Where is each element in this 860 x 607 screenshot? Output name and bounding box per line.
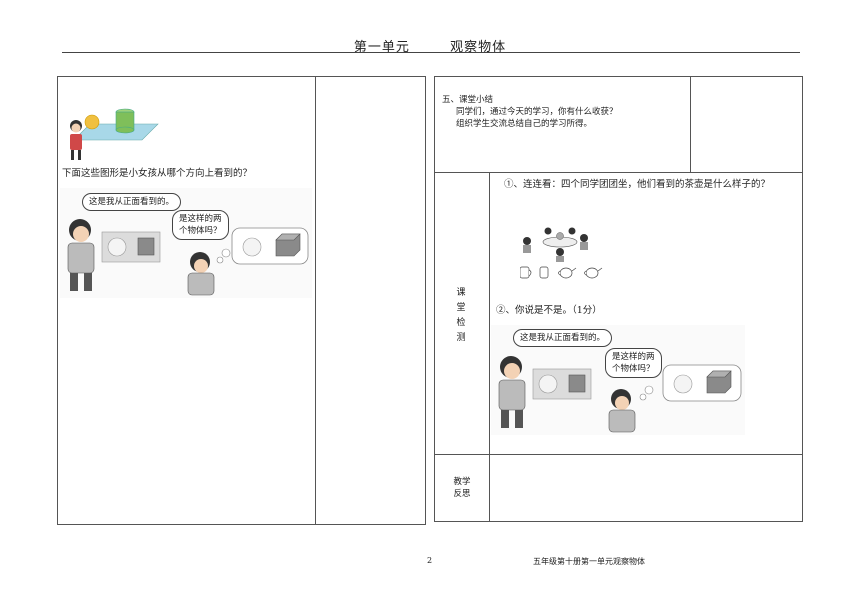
page-number: 2 [427,556,433,565]
right-row-divider-1 [434,172,803,173]
unit-label: 第一单元 [353,40,410,55]
label-col-divider [489,172,490,522]
chapter-title: 观察物体 [450,40,507,55]
summary-heading: 五、课堂小结 [442,95,494,105]
girl-body [70,134,82,150]
right-girl-speech: 是这样的两 个物体吗？ [605,348,662,378]
reflection-label: 教学 反思 [453,477,471,499]
left-girl-speech-line1: 是这样的两 [179,214,222,224]
check-question-1: ①、连连看：四个同学团团坐，他们看到的茶壶是什么样子的？ [504,179,771,190]
summary-line1: 同学们，通过今天的学习，你有什么收获？ [456,107,618,117]
right-girl-speech-line2: 个物体吗？ [612,364,655,374]
header-rule [62,52,800,53]
ball [84,114,100,130]
summary-line2: 组织学生交流总结自己的学习所得。 [456,119,593,129]
girl-observing-objects-illustration [70,108,159,160]
right-girl-speech-line1: 是这样的两 [612,352,655,362]
page-header: 第一单元 观察物体 [0,36,860,55]
left-girl-speech-line2: 个物体吗？ [179,226,222,236]
footer-text: 五年级第十册第一单元观察物体 [533,557,645,566]
teapot-matching-illustration [520,227,603,279]
right-table [434,76,803,522]
check-question-2: ②、你说是不是。（1分） [496,305,602,316]
left-comparison-illustration [60,188,312,298]
right-boy-speech: 这是我从正面看到的。 [513,329,613,347]
left-table [57,76,426,525]
left-girl-speech: 是这样的两 个物体吗？ [172,210,229,240]
left-boy-speech: 这是我从正面看到的。 [82,193,182,211]
summary-col-divider [690,76,691,172]
check-label: 课 堂 检 测 [456,288,466,343]
left-table-divider [315,76,316,525]
right-row-divider-2 [434,454,803,455]
left-question: 下面这些图形是小女孩从哪个方向上看到的？ [62,168,253,179]
